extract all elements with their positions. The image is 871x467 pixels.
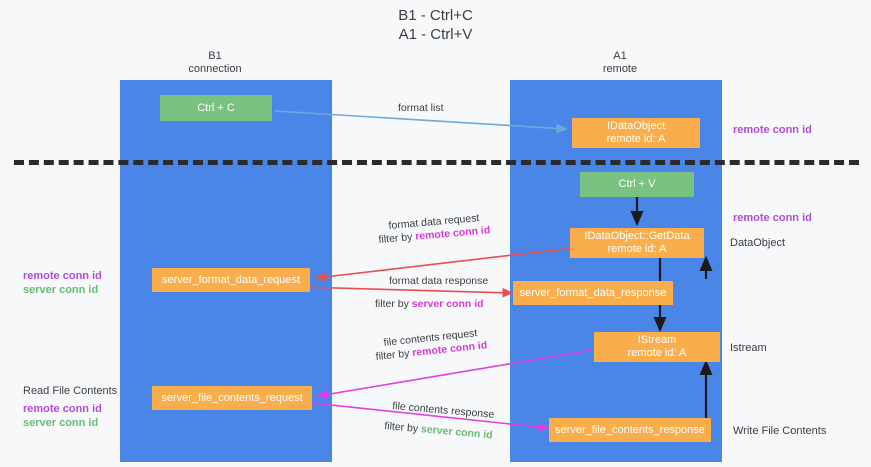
edge-label-format-data-response-filter: filter by server conn id bbox=[375, 297, 484, 311]
edge-label-format-data-response: format data response bbox=[389, 275, 489, 287]
label-istream: Istream bbox=[730, 342, 767, 354]
filter-key-server-conn-id: server conn id bbox=[411, 298, 484, 310]
page-title: B1 - Ctrl+C A1 - Ctrl+V bbox=[398, 7, 473, 43]
label-server-conn-id-left: server conn id bbox=[23, 284, 99, 296]
label-read-file-contents: Read File Contents bbox=[23, 385, 118, 397]
label-dataobject: DataObject bbox=[730, 237, 786, 249]
box-ctrl-c[interactable]: Ctrl + C bbox=[160, 95, 272, 121]
box-idataobject-getdata[interactable]: IDataObject::GetData remote id: A bbox=[570, 228, 704, 258]
box-server-format-data-response[interactable]: server_format_data_response bbox=[513, 281, 673, 305]
box-istream[interactable]: IStream remote id: A bbox=[594, 332, 720, 362]
label-remote-conn-id-top: remote conn id bbox=[733, 124, 812, 136]
edge-label-format-list: format list bbox=[398, 102, 444, 114]
filter-prefix: filter by bbox=[375, 347, 413, 363]
column-header-a1: A1 remote bbox=[602, 50, 638, 75]
label-write-file-contents: Write File Contents bbox=[733, 425, 827, 437]
column-header-b1: B1 connection bbox=[188, 50, 242, 75]
label-remote-conn-id-left: remote conn id bbox=[23, 270, 102, 282]
phase-divider bbox=[14, 160, 859, 165]
edge-label-file-contents-response-filter: filter by server conn id bbox=[384, 419, 493, 442]
box-server-file-contents-request[interactable]: server_file_contents_request bbox=[152, 386, 312, 410]
label-server-conn-id-left-2: server conn id bbox=[23, 417, 99, 429]
filter-key-server-conn-id: server conn id bbox=[420, 423, 494, 442]
box-server-format-data-request[interactable]: server_format_data_request bbox=[152, 268, 310, 292]
label-remote-conn-id-left-2: remote conn id bbox=[23, 403, 102, 415]
box-idataobject[interactable]: IDataObject remote id: A bbox=[572, 118, 700, 148]
filter-prefix: filter by bbox=[378, 230, 416, 246]
edge-label-file-contents-response: file contents response bbox=[391, 399, 495, 421]
label-remote-conn-id-middle: remote conn id bbox=[733, 212, 812, 224]
box-ctrl-v[interactable]: Ctrl + V bbox=[580, 172, 694, 197]
box-server-file-contents-response[interactable]: server_file_contents_response bbox=[549, 418, 711, 442]
filter-prefix: filter by bbox=[375, 298, 412, 310]
filter-prefix: filter by bbox=[383, 419, 422, 436]
